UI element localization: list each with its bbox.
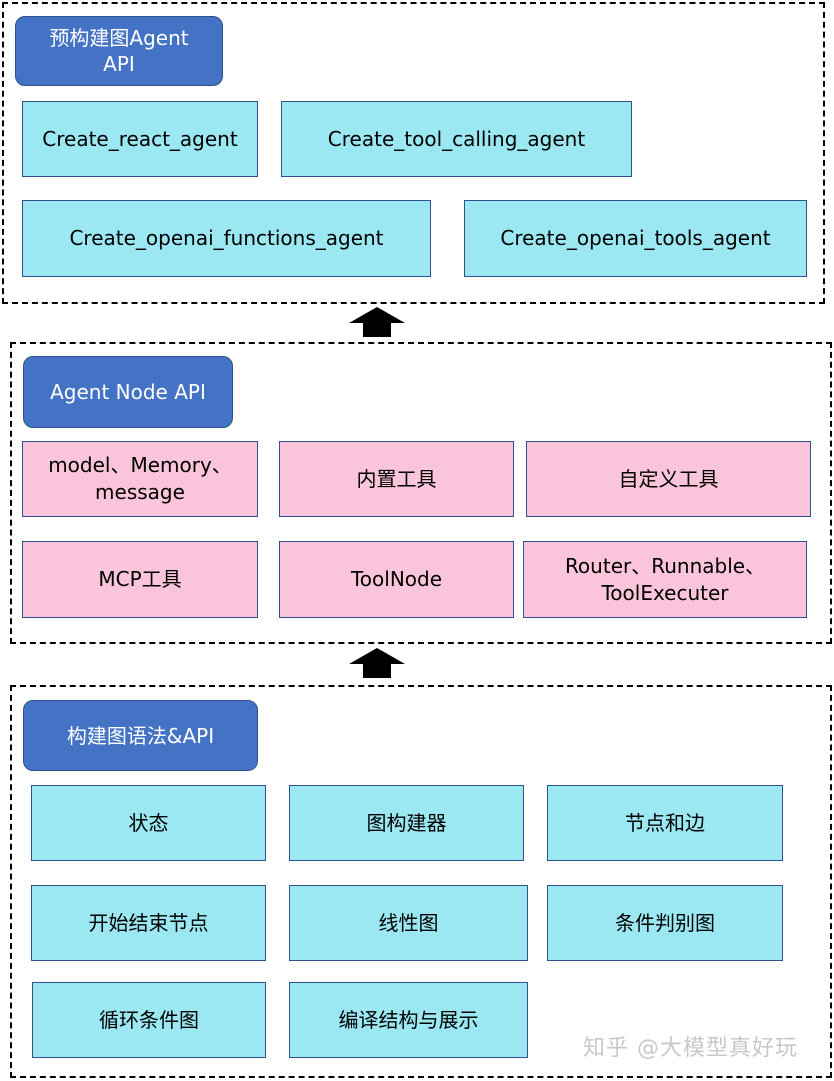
- up-arrow-icon: [349, 648, 405, 678]
- create-openai-functions-agent-box: Create_openai_functions_agent: [22, 200, 431, 277]
- mcp-tools-box: MCP工具: [22, 541, 258, 618]
- custom-tools-box: 自定义工具: [526, 441, 811, 517]
- watermark: 知乎 @大模型真好玩: [583, 1036, 798, 1061]
- agent-node-section: [10, 342, 832, 644]
- model-memory-message-box: model、Memory、 message: [22, 441, 258, 517]
- graph-syntax-section: [10, 685, 832, 1078]
- create-tool-calling-agent-box: Create_tool_calling_agent: [281, 101, 632, 177]
- start-end-node-box: 开始结束节点: [31, 885, 266, 961]
- up-arrow-icon: [349, 307, 405, 337]
- builtin-tools-box: 内置工具: [279, 441, 514, 517]
- toolnode-box: ToolNode: [279, 541, 514, 618]
- prebuilt-agent-header: 预构建图Agent API: [15, 16, 223, 86]
- router-runnable-toolexecuter-box: Router、Runnable、 ToolExecuter: [523, 541, 807, 618]
- conditional-graph-box: 条件判别图: [547, 885, 783, 961]
- state-box: 状态: [31, 785, 266, 861]
- linear-graph-box: 线性图: [289, 885, 528, 961]
- graph-builder-box: 图构建器: [289, 785, 524, 861]
- compile-structure-display-box: 编译结构与展示: [289, 982, 528, 1058]
- graph-syntax-header: 构建图语法&API: [23, 700, 258, 771]
- nodes-and-edges-box: 节点和边: [547, 785, 783, 861]
- agent-node-header: Agent Node API: [23, 356, 233, 428]
- loop-conditional-graph-box: 循环条件图: [32, 982, 266, 1058]
- create-openai-tools-agent-box: Create_openai_tools_agent: [464, 200, 807, 277]
- prebuilt-agent-section: [2, 2, 825, 304]
- create-react-agent-box: Create_react_agent: [22, 101, 258, 177]
